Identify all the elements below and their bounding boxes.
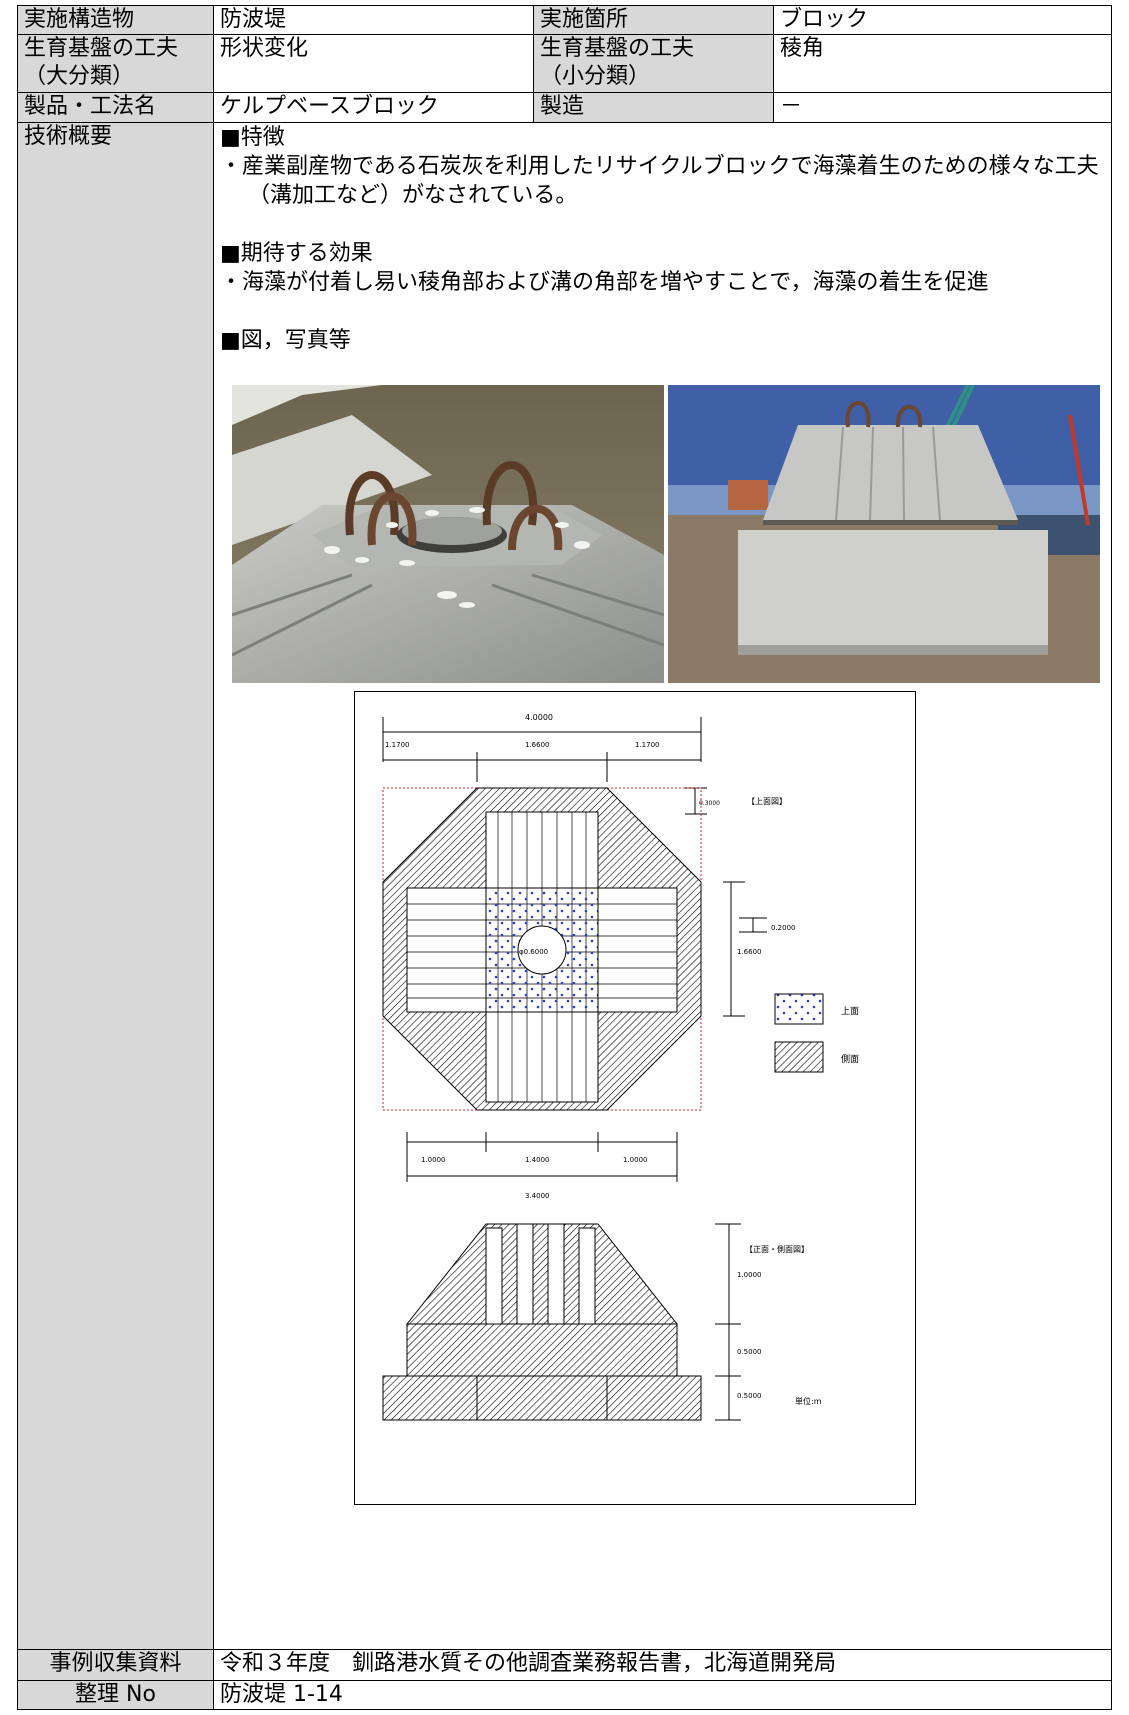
label-maker: 製造	[533, 92, 774, 123]
label-source: 事例収集資料	[17, 1649, 214, 1681]
dim-core: 1.6600	[737, 948, 762, 956]
value-number: 防波堤 1-14	[213, 1679, 1112, 1711]
value-structure: 防波堤	[213, 4, 534, 36]
overview-content: ■特徴 ・産業副産物である石炭灰を利用したリサイクルブロックで海藻着生のための様…	[213, 121, 1112, 1651]
front-view-title: 【正面・側面図】	[745, 1244, 809, 1254]
dim-left: 1.1700	[385, 741, 410, 749]
dim-chamfer: 0.3000	[699, 800, 720, 807]
row-source: 事例収集資料 令和３年度 釧路港水質その他調査業務報告書，北海道開発局	[17, 1649, 1112, 1681]
label-structure: 実施構造物	[17, 4, 214, 36]
dim-center: 1.6600	[525, 741, 550, 749]
photo-strip	[232, 384, 1105, 683]
legend-side: 側面	[841, 1053, 859, 1065]
dim-b-left: 1.0000	[421, 1156, 446, 1164]
effect-text: ・海藻が付着し易い稜角部および溝の角部を増やすことで，海藻の着生を促進	[220, 269, 989, 295]
top-view-title: 【上面図】	[747, 797, 787, 806]
label-product: 製品・工法名	[17, 92, 214, 123]
value-minor-category: 稜角	[773, 34, 1112, 94]
value-source: 令和３年度 釧路港水質その他調査業務報告書，北海道開発局	[213, 1649, 1112, 1681]
value-maker: －	[773, 92, 1112, 123]
value-location: ブロック	[773, 4, 1112, 36]
feature-text: ・産業副産物である石炭灰を利用したリサイクルブロックで海藻着生のための様々な工夫…	[220, 153, 1099, 208]
label-minor-line2: （小分類）	[540, 64, 651, 90]
label-major-line1: 生育基盤の工夫	[24, 36, 179, 62]
dim-h-mid: 0.5000	[737, 1348, 762, 1356]
dim-total-width: 4.0000	[525, 713, 553, 722]
effect-heading: ■期待する効果	[220, 240, 373, 266]
feature-heading: ■特徴	[220, 124, 285, 150]
case-sheet: 実施構造物 防波堤 実施箇所 ブロック 生育基盤の工夫 （大分類） 形状変化 生…	[17, 4, 1112, 1711]
unit-label: 単位:m	[795, 1396, 822, 1406]
label-minor-line1: 生育基盤の工夫	[540, 36, 695, 62]
label-minor-category: 生育基盤の工夫 （小分類）	[533, 34, 774, 94]
photo-block-side	[668, 384, 1100, 683]
dim-b-total: 3.4000	[525, 1192, 550, 1200]
dim-h-upper: 1.0000	[737, 1271, 762, 1279]
dim-b-right: 1.0000	[623, 1156, 648, 1164]
row-product: 製品・工法名 ケルプベースブロック 製造 －	[17, 92, 1112, 123]
figure-heading: ■図，写真等	[220, 327, 351, 353]
row-category: 生育基盤の工夫 （大分類） 形状変化 生育基盤の工夫 （小分類） 稜角	[17, 34, 1112, 94]
block-drawing: 4.0000 1.1700 1.6600 1.1700 0.3000 【上面図】	[354, 690, 916, 1505]
row-number: 整理 No 防波堤 1-14	[17, 1679, 1112, 1711]
label-major-category: 生育基盤の工夫 （大分類）	[17, 34, 214, 94]
label-location: 実施箇所	[533, 4, 774, 36]
hole-label: φ0.6000	[519, 948, 548, 956]
label-number: 整理 No	[17, 1679, 214, 1711]
label-major-line2: （大分類）	[24, 64, 135, 90]
photo-block-top	[232, 384, 664, 683]
row-structure: 実施構造物 防波堤 実施箇所 ブロック	[17, 4, 1112, 36]
row-overview: 技術概要 ■特徴 ・産業副産物である石炭灰を利用したリサイクルブロックで海藻着生…	[17, 121, 1112, 1651]
dim-b-center: 1.4000	[525, 1156, 550, 1164]
legend-top: 上面	[841, 1006, 859, 1017]
dim-right: 1.1700	[635, 741, 660, 749]
dim-groove: 0.2000	[771, 924, 796, 932]
value-major-category: 形状変化	[213, 34, 534, 94]
dim-h-base: 0.5000	[737, 1392, 762, 1400]
value-product: ケルプベースブロック	[213, 92, 534, 123]
label-overview: 技術概要	[17, 121, 214, 1651]
